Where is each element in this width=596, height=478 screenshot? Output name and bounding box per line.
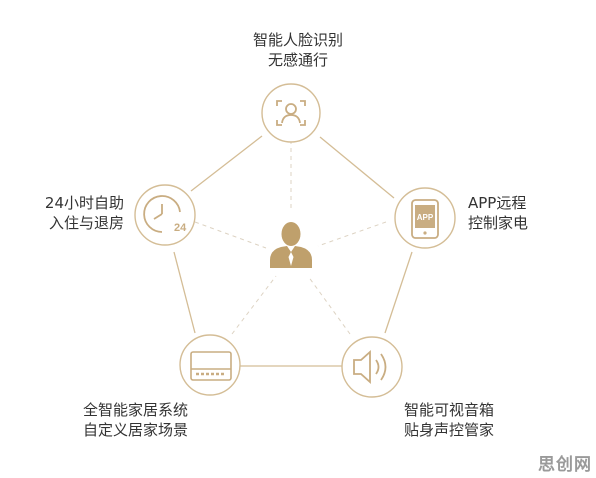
- label-line: 24小时自助: [44, 194, 124, 212]
- face-recognition-icon: [276, 100, 306, 126]
- spoke-left: [194, 221, 267, 249]
- edge-left-top: [190, 135, 263, 192]
- clock-24-text: 24: [174, 222, 187, 234]
- label-face-recognition: 智能人脸识别 无感通行: [236, 30, 360, 70]
- label-line: 智能可视音箱: [404, 401, 495, 419]
- label-line: 自定义居家场景: [82, 421, 188, 439]
- label-line: 入住与退房: [48, 214, 124, 232]
- watermark: 思创网: [538, 455, 592, 475]
- spoke-right: [317, 221, 387, 247]
- label-line: APP远程: [468, 194, 527, 212]
- edge-bottomleft-left: [173, 251, 196, 334]
- edge-right-bottomright: [384, 251, 413, 334]
- spoke-bottom-right: [307, 275, 351, 335]
- label-smart-home: 全智能家居系统 自定义居家场景: [52, 400, 188, 440]
- speaker-icon: [353, 349, 387, 385]
- dashed-spokes: [194, 140, 387, 335]
- label-line: 智能人脸识别: [252, 31, 343, 49]
- node-bottom-left: [179, 334, 241, 396]
- phone-app-text: APP: [417, 213, 434, 222]
- label-line: 全智能家居系统: [82, 401, 188, 419]
- label-line: 无感通行: [267, 51, 328, 69]
- pentagon-edges: [173, 135, 413, 367]
- label-app-remote: APP远程 控制家电: [468, 193, 568, 233]
- node-left: 24: [134, 184, 196, 246]
- node-right: APP: [394, 187, 456, 249]
- label-smart-speaker: 智能可视音箱 贴身声控管家: [404, 400, 524, 440]
- control-panel-icon: [190, 351, 232, 381]
- node-top: [261, 83, 321, 143]
- person-icon: [270, 222, 312, 268]
- edge-top-right: [319, 136, 395, 199]
- spoke-bottom-left: [231, 275, 277, 335]
- label-line: 控制家电: [468, 214, 529, 232]
- label-self-checkin: 24小时自助 入住与退房: [12, 193, 124, 233]
- clock-24-icon: [143, 195, 181, 233]
- node-bottom-right: [341, 336, 403, 398]
- phone-app-icon: [411, 199, 439, 239]
- label-line: 贴身声控管家: [404, 421, 495, 439]
